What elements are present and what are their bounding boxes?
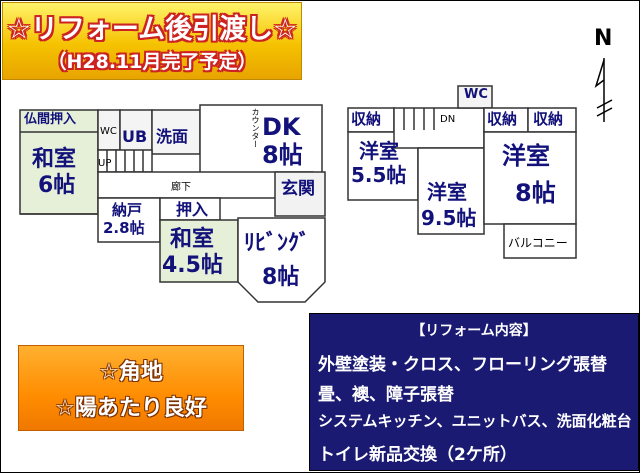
compass-arrow <box>594 58 613 122</box>
room-youshitsu95 <box>417 147 485 235</box>
balcony <box>503 223 577 259</box>
label-nando-size: 2.8帖 <box>103 219 145 237</box>
room-nando <box>97 197 161 243</box>
reform-line-3: システムキッチン、ユニットバス、洗面化粧台 <box>318 412 632 430</box>
label-butsuma-oshiire: 仏間押入 <box>24 112 77 127</box>
label-shuno-right2: 収納 <box>533 110 564 128</box>
closet-left <box>347 107 395 133</box>
label-youshitsu55-name: 洋室 <box>359 139 399 163</box>
feature-corner-lot: ☆角地 <box>99 360 163 385</box>
label-genkan: 玄関 <box>281 179 315 199</box>
promo-banner: ☆リフォーム後引渡し☆ （H28.11月完了予定） <box>2 2 302 80</box>
label-living-size: 8帖 <box>262 265 300 290</box>
room-youshitsu8 <box>483 131 577 225</box>
reform-details: 【リフォーム内容】 外壁塗装・クロス、フローリング張替 畳、襖、障子張替 システ… <box>309 313 639 471</box>
label-nando-name: 納戸 <box>112 201 143 219</box>
banner-headline: ☆リフォーム後引渡し☆ <box>6 14 298 45</box>
room-senmen <box>151 109 201 155</box>
label-washitsu45-size: 4.5帖 <box>162 253 223 278</box>
label-balcony: バルコニー <box>508 236 568 250</box>
label-youshitsu55-size: 5.5帖 <box>351 163 407 187</box>
label-shuno-right1: 収納 <box>487 110 518 128</box>
label-up: UP <box>98 158 112 169</box>
label-wc-1f: WC <box>100 126 117 137</box>
label-youshitsu95-name: 洋室 <box>427 180 467 204</box>
label-ub: UB <box>122 127 148 146</box>
label-oshiire: 押入 <box>176 200 209 219</box>
feature-box: ☆角地 ☆陽あたり良好 <box>18 345 244 431</box>
reform-line-4: トイレ新品交換（2ケ所） <box>318 445 517 465</box>
label-youshitsu8-name: 洋室 <box>502 142 550 170</box>
label-washitsu45-name: 和室 <box>170 227 215 252</box>
reform-title: 【リフォーム内容】 <box>411 323 537 339</box>
stair-hall-2f <box>393 107 485 149</box>
reform-line-1: 外壁塗装・クロス、フローリング張替 <box>318 355 607 375</box>
label-rouka: 廊下 <box>171 182 191 193</box>
label-dk-size: 8帖 <box>262 141 303 169</box>
room-wc-2f <box>457 85 493 109</box>
room-living <box>237 217 326 303</box>
label-dk-name: DK <box>262 113 301 141</box>
label-senmen: 洗面 <box>156 127 189 146</box>
closet-right1 <box>483 107 529 133</box>
room-washitsu45 <box>159 219 239 283</box>
feature-sunny: ☆陽あたり良好 <box>55 396 207 421</box>
label-youshitsu95-size: 9.5帖 <box>421 206 477 230</box>
label-washitsu6-size: 6帖 <box>38 173 76 198</box>
label-wc-2f: WC <box>464 87 488 102</box>
label-dn: DN <box>440 114 456 125</box>
room-genkan <box>274 171 326 217</box>
label-washitsu6-name: 和室 <box>32 147 77 172</box>
label-shuno-left: 収納 <box>351 110 382 128</box>
reform-line-2: 畳、襖、障子張替 <box>318 385 454 405</box>
room-dk <box>199 104 323 176</box>
banner-completion-date: （H28.11月完了予定） <box>47 51 257 73</box>
label-youshitsu8-size: 8帖 <box>515 179 556 207</box>
label-living-name: ﾘﾋﾞﾝｸﾞ <box>244 231 311 256</box>
north-label: N <box>594 26 613 51</box>
label-counter: カウンター <box>251 108 260 148</box>
